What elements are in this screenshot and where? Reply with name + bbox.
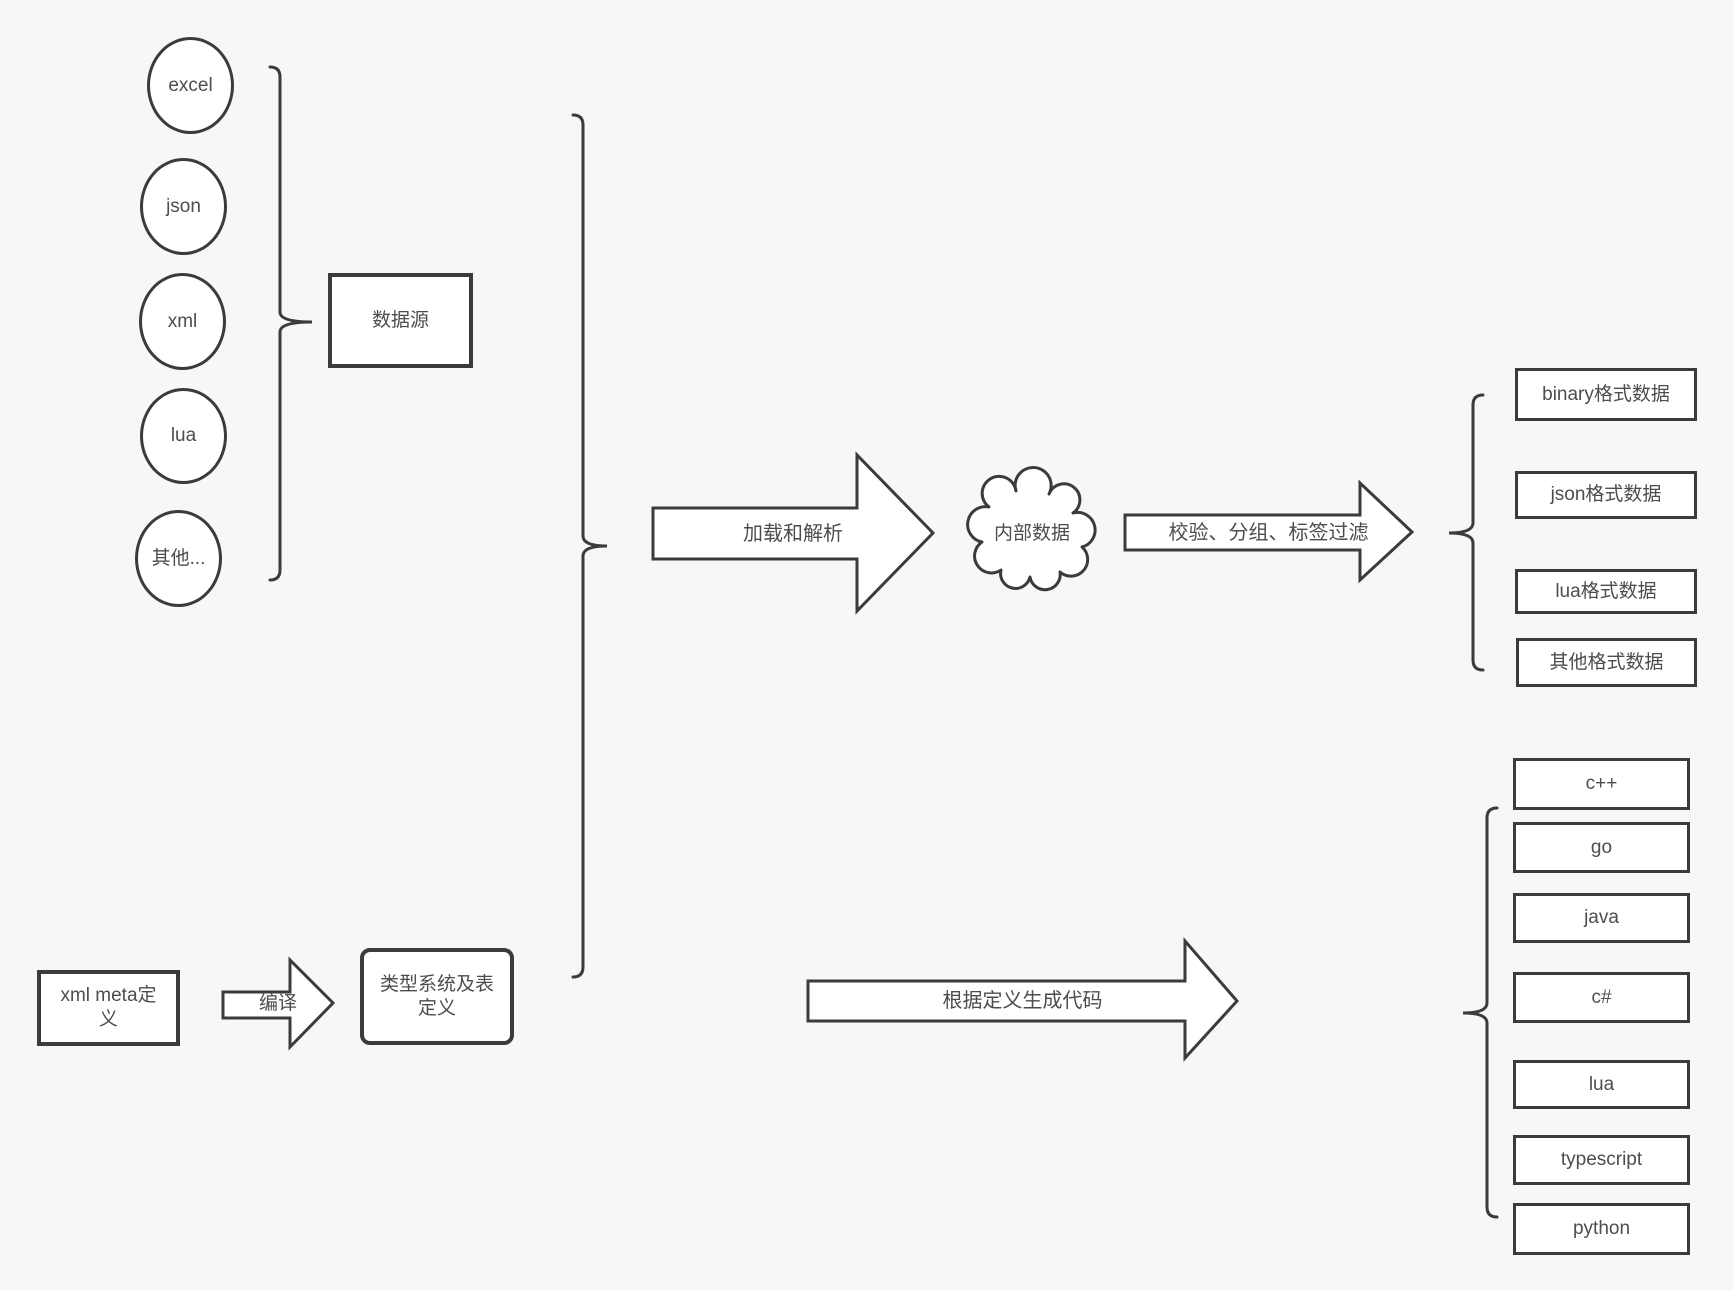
language-box-go: go (1513, 822, 1690, 873)
internal-data-label: 内部数据 (993, 522, 1070, 544)
language-box-java: java (1513, 893, 1690, 943)
source-node-other: 其他... (135, 510, 222, 607)
filter-arrow-label: 校验、分组、标签过滤 (1168, 521, 1369, 544)
format-box-lua: lua格式数据 (1515, 569, 1697, 614)
format-box-json: json格式数据 (1515, 471, 1697, 519)
language-box-python: python (1513, 1203, 1690, 1255)
load-parse-arrow (651, 451, 936, 615)
filter-arrow (1123, 479, 1415, 584)
source-node-lua: lua (140, 388, 227, 484)
xml-meta-label: xml meta定义 (60, 985, 157, 1030)
compile-arrow-label: 编译 (258, 992, 297, 1014)
format-box-binary: binary格式数据 (1515, 368, 1697, 421)
format-box-other: 其他格式数据 (1516, 638, 1697, 687)
formats-brace (1448, 393, 1485, 672)
internal-data-cloud (966, 465, 1097, 592)
source-node-json: json (140, 158, 227, 255)
compile-arrow (221, 956, 336, 1051)
language-box-typescript: typescript (1513, 1135, 1690, 1185)
language-box-lua: lua (1513, 1060, 1690, 1109)
main-brace (571, 113, 608, 979)
language-box-csharp: c# (1513, 972, 1690, 1023)
language-box-cpp: c++ (1513, 758, 1690, 810)
load-parse-arrow-label: 加载和解析 (743, 522, 843, 545)
source-node-xml: xml (139, 273, 226, 370)
source-node-excel: excel (147, 37, 234, 134)
data-source-box: 数据源 (328, 273, 473, 368)
sources-brace (268, 65, 313, 582)
xml-meta-box: xml meta定义 (37, 970, 180, 1046)
codegen-arrow-label: 根据定义生成代码 (942, 990, 1103, 1012)
languages-brace (1462, 806, 1499, 1219)
codegen-arrow (806, 936, 1240, 1062)
type-system-box: 类型系统及表定义 (360, 948, 514, 1045)
type-system-label: 类型系统及表定义 (379, 973, 494, 1019)
